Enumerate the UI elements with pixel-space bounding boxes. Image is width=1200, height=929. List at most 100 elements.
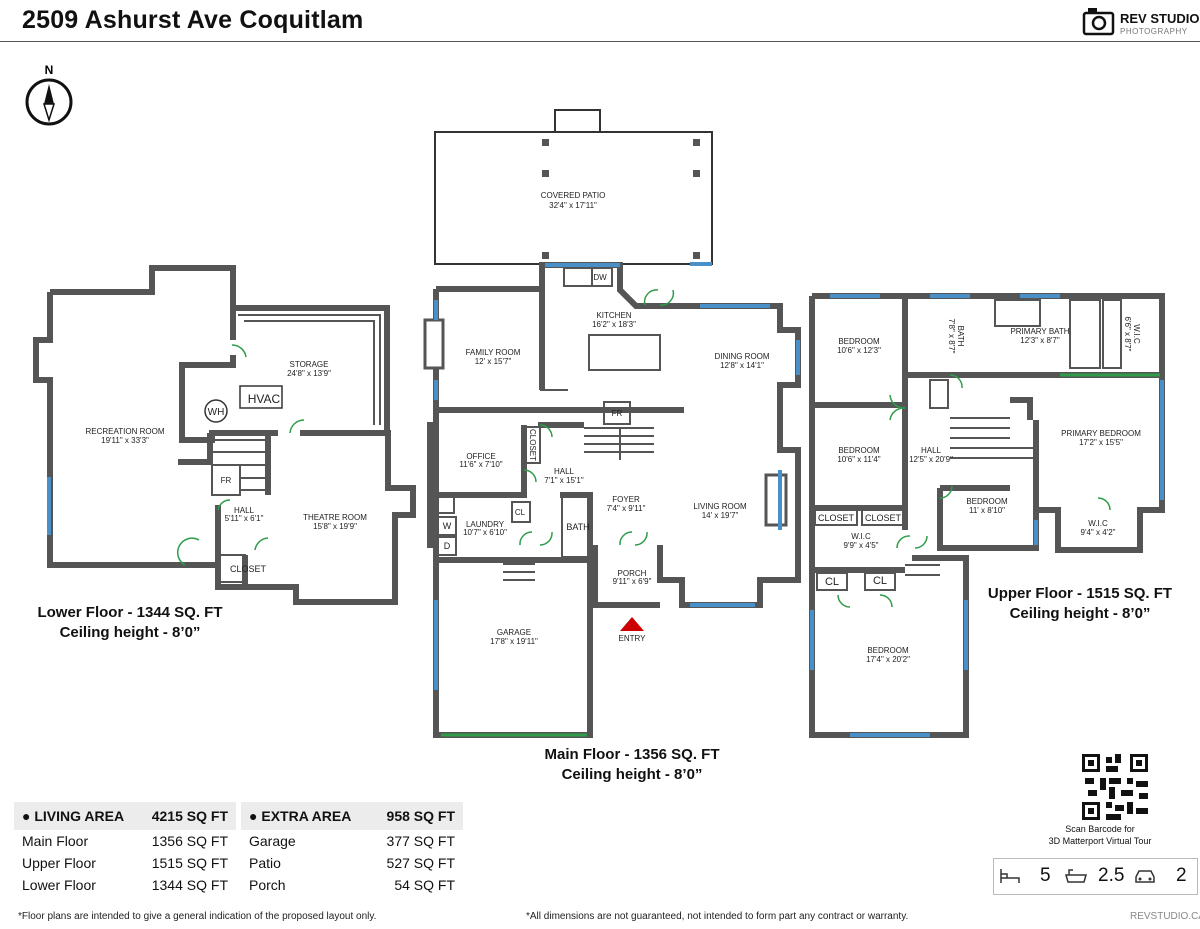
living-area-total: 4215 SQ FT — [138, 802, 236, 830]
car-icon — [1135, 870, 1155, 883]
fixture-fr-main: FR — [612, 409, 623, 418]
fixture-dw: DW — [593, 273, 607, 282]
fixture-cl-main: CL — [515, 508, 526, 517]
bed-icon — [1000, 869, 1020, 883]
room-dim-bedroom-1: 10'6" x 12'3" — [837, 346, 881, 355]
door-swings — [176, 289, 1111, 608]
room-name-family-room: FAMILY ROOM — [466, 348, 521, 357]
entry-arrow-icon — [620, 617, 644, 631]
room-name-primary-bedroom: PRIMARY BEDROOM — [1061, 429, 1141, 438]
room-dim-bedroom-4: 17'4" x 20'2" — [866, 655, 910, 664]
living-area-header: LIVING AREA — [34, 808, 125, 824]
room-name-hall-lower: HALL — [234, 506, 255, 515]
room-name-wic-upper: W.I.C — [1132, 324, 1141, 344]
room-name-dining-room: DINING ROOM — [714, 352, 769, 361]
site-link[interactable]: REVSTUDIO.CA — [1130, 911, 1200, 922]
room-name-living-room: LIVING ROOM — [693, 502, 747, 511]
water-heater — [204, 399, 228, 423]
brand-name: REV STUDIO — [1120, 11, 1200, 26]
room-dim-porch: 9'11" x 6'9" — [613, 577, 652, 586]
room-name-bath-upper: BATH — [956, 326, 965, 347]
room-dim-foyer: 7'4" x 9'11" — [607, 504, 646, 513]
disclaimer-right: *All dimensions are not guaranteed, not … — [526, 911, 909, 922]
entry-label: ENTRY — [619, 634, 647, 643]
room-dim-dining-room: 12'8" x 14'1" — [720, 361, 764, 370]
fixture-cl-upper-1: CL — [825, 576, 839, 588]
room-dim-office: 11'6" x 7'10" — [459, 460, 502, 469]
compass-label: N — [45, 63, 54, 77]
room-dim-hall-lower: 5'11" x 6'1" — [225, 514, 264, 523]
room-name-bedroom-3: BEDROOM — [966, 497, 1008, 506]
room-name-porch: PORCH — [618, 569, 647, 578]
baths-count: 2.5 — [1098, 865, 1125, 886]
room-dim-laundry: 10'7" x 6'10" — [463, 528, 507, 537]
fixture-closet-lower: CLOSET — [230, 564, 267, 574]
room-name-wic-hall: W.I.C — [851, 532, 871, 541]
room-dim-wic-primary: 9'4" x 4'2" — [1081, 528, 1116, 537]
extra-area-header: EXTRA AREA — [261, 808, 352, 824]
bathtub-icon — [1065, 869, 1087, 883]
covered-patio-outline — [434, 109, 713, 265]
room-name-office: OFFICE — [466, 452, 495, 461]
disclaimer-left: *Floor plans are intended to give a gene… — [18, 911, 377, 922]
fixture-dryer: D — [444, 541, 451, 551]
property-stats: 5 2.5 2 — [993, 858, 1198, 895]
room-name-kitchen: KITCHEN — [596, 311, 631, 320]
room-name-recreation-room: RECREATION ROOM — [86, 427, 165, 436]
beds-count: 5 — [1040, 865, 1051, 886]
room-name-wic-primary: W.I.C — [1088, 519, 1108, 528]
room-dim-primary-bath: 12'3" x 8'7" — [1020, 336, 1060, 345]
room-dim-living-room: 14' x 19'7" — [702, 511, 739, 520]
fixture-wh: WH — [208, 407, 225, 418]
qr-code[interactable] — [1082, 754, 1148, 820]
room-name-hall-main: HALL — [554, 467, 575, 476]
room-dim-bath-upper: 7'8" x 8'7" — [947, 319, 956, 354]
room-name-theatre-room: THEATRE ROOM — [303, 513, 367, 522]
room-dim-wic-upper: 6'6" x 8'7" — [1123, 317, 1132, 352]
brand-sub: PHOTOGRAPHY — [1120, 27, 1188, 36]
hvac-unit — [239, 385, 283, 409]
camera-icon — [1082, 8, 1115, 36]
page-title: 2509 Ashurst Ave Coquitlam — [22, 6, 364, 34]
room-name-storage: STORAGE — [290, 360, 329, 369]
room-name-covered-patio: COVERED PATIO — [541, 191, 606, 200]
room-dim-bedroom-2: 10'6" x 11'4" — [837, 455, 880, 464]
bullet-icon: ● — [249, 808, 262, 824]
room-dim-theatre-room: 15'8" x 19'9" — [313, 522, 357, 531]
fixture-bath-main: BATH — [566, 522, 589, 532]
room-dim-garage: 17'8" x 19'11" — [490, 637, 538, 646]
qr-caption: Scan Barcode for 3D Matterport Virtual T… — [1048, 824, 1152, 846]
room-dim-primary-bedroom: 17'2" x 15'5" — [1079, 438, 1123, 447]
compass-icon — [25, 78, 73, 126]
room-name-foyer: FOYER — [612, 495, 640, 504]
fixture-closet-upper-1: CLOSET — [818, 513, 855, 523]
room-dim-covered-patio: 32'4" x 17'11" — [549, 201, 597, 210]
room-dim-hall-upper: 12'5" x 20'9" — [909, 455, 953, 464]
fixture-closet-main: CLOSET — [528, 429, 537, 461]
room-name-bedroom-1: BEDROOM — [838, 337, 880, 346]
room-name-bedroom-4: BEDROOM — [867, 646, 909, 655]
room-name-laundry: LAUNDRY — [466, 520, 505, 529]
bullet-icon: ● — [22, 808, 35, 824]
fixture-cl-upper-2: CL — [873, 575, 887, 587]
header-divider — [0, 41, 1200, 42]
floor-label-upper: Upper Floor - 1515 SQ. FT Ceiling height… — [987, 585, 1173, 622]
fixture-washer: W — [443, 521, 452, 531]
extra-area-total: 958 SQ FT — [370, 802, 463, 830]
lower-floor-walls — [33, 265, 416, 605]
fixture-hvac: HVAC — [248, 392, 281, 406]
room-dim-family-room: 12' x 15'7" — [475, 357, 512, 366]
floor-label-main: Main Floor - 1356 SQ. FT Ceiling height … — [544, 746, 720, 783]
fixture-fr-lower: FR — [221, 476, 232, 485]
brand-logo: REV STUDIO PHOTOGRAPHY — [1082, 6, 1200, 38]
room-dim-wic-hall: 9'9" x 4'5" — [844, 541, 879, 550]
room-dim-recreation-room: 19'11" x 33'3" — [101, 436, 149, 445]
